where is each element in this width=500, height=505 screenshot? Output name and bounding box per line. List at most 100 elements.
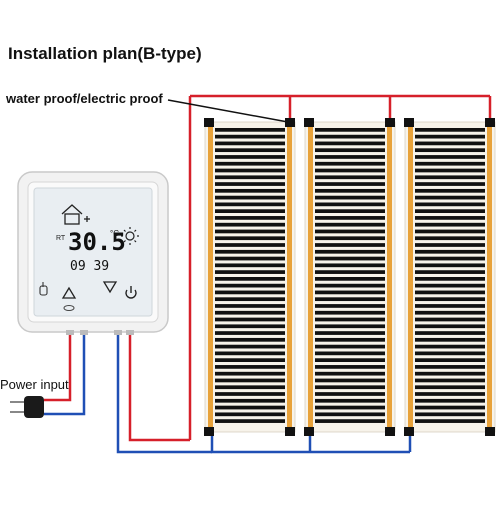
carbon-stripe [415,344,485,349]
carbon-stripe [415,419,485,423]
carbon-stripe [215,405,285,410]
carbon-stripe [315,182,385,186]
carbon-stripe [315,222,385,227]
carbon-stripe [415,385,485,390]
blue-power-wire [44,332,86,416]
terminal-clip [204,427,214,436]
carbon-stripe [215,317,285,322]
carbon-stripe [215,419,285,423]
carbon-stripe [315,331,385,335]
carbon-stripe [415,270,485,274]
carbon-stripe [415,290,485,295]
copper-busbar-right [387,122,392,432]
carbon-stripe [415,310,485,315]
carbon-stripe [315,385,385,390]
power-icon[interactable] [125,286,137,299]
carbon-stripe [315,161,385,166]
carbon-stripe [415,297,485,302]
red-power-wire [44,332,72,402]
carbon-stripe [415,378,485,383]
carbon-stripe [215,371,285,376]
carbon-stripe [315,155,385,159]
carbon-stripe [315,317,385,322]
carbon-stripe [315,378,385,383]
carbon-stripe [215,277,285,281]
terminal-clip [304,427,314,436]
carbon-stripe [215,168,285,173]
terminal-clip [285,427,295,436]
thermostat: RT 30.5 °C 09 39 [17,171,169,335]
carbon-stripe [215,398,285,403]
carbon-stripe [315,270,385,274]
carbon-stripe [415,236,485,241]
carbon-stripe [215,378,285,383]
diagram-title: Installation plan(B-type) [8,44,202,63]
carbon-stripe [215,304,285,308]
copper-busbar-left [408,122,413,432]
carbon-stripe [415,412,485,417]
carbon-stripe [315,216,385,220]
carbon-stripe [415,249,485,254]
carbon-stripe [215,392,285,396]
carbon-stripe [315,195,385,200]
carbon-stripe [215,209,285,213]
carbon-stripe [415,195,485,200]
carbon-stripe [315,256,385,261]
carbon-stripe [415,155,485,159]
carbon-stripe [415,283,485,288]
carbon-stripe [315,365,385,369]
carbon-stripe [415,351,485,356]
carbon-stripe [415,182,485,186]
carbon-stripe [215,236,285,241]
carbon-stripe [315,344,385,349]
copper-busbar-right [287,122,292,432]
carbon-stripe [315,175,385,180]
carbon-stripe [315,398,385,403]
carbon-stripe [315,358,385,362]
house-icon [61,204,90,225]
carbon-stripe [415,209,485,213]
carbon-stripe [315,405,385,410]
terminal-clip [404,118,414,127]
carbon-stripe [415,317,485,322]
carbon-stripe [215,385,285,390]
carbon-stripe [415,128,485,132]
up-arrow-icon[interactable] [61,286,77,299]
carbon-stripe [315,249,385,254]
heating-film [304,118,396,436]
carbon-stripe [415,188,485,193]
callout-pointer [167,99,289,123]
carbon-stripe [215,412,285,417]
carbon-stripe [315,392,385,396]
carbon-stripe [415,358,485,362]
carbon-stripe [215,331,285,335]
carbon-stripe [215,249,285,254]
carbon-stripe [215,344,285,349]
carbon-stripe [415,304,485,308]
clock-readout: 09 39 [70,259,109,274]
carbon-stripe [415,216,485,220]
temperature-readout: 30.5 [68,228,126,256]
carbon-stripe [415,222,485,227]
blue-bottom-wire [210,430,410,454]
heating-film [404,118,496,436]
carbon-stripe [315,229,385,234]
cable-gland-2 [80,330,88,335]
cable-gland-1 [66,330,74,335]
carbon-stripe [415,263,485,268]
terminal-clip [485,427,495,436]
carbon-stripe [315,168,385,173]
heating-films [204,118,496,436]
carbon-stripe [215,216,285,220]
cable-gland-4 [126,330,134,335]
carbon-stripe [215,365,285,369]
cable-gland-3 [114,330,122,335]
terminal-clip [385,118,395,127]
carbon-stripe [415,148,485,153]
carbon-stripe [415,256,485,261]
down-arrow-icon[interactable] [102,281,118,294]
carbon-stripe [415,202,485,207]
carbon-stripe [215,270,285,274]
hand-icon[interactable] [39,282,48,296]
